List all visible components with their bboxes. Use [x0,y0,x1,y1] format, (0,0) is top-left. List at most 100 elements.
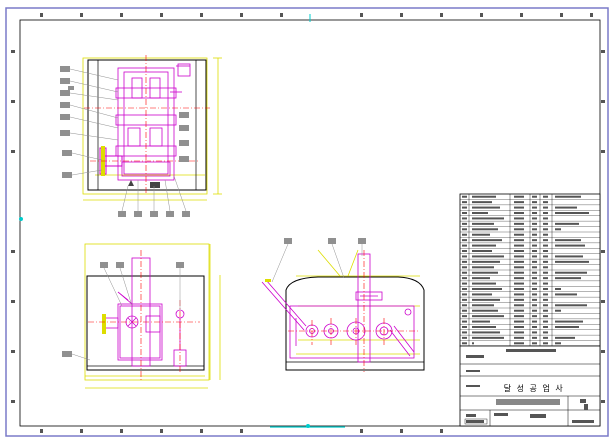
bom-cell-mark [514,304,524,307]
bom-cell-mark [514,282,524,285]
bom-cell-mark [514,250,524,252]
bom-cell-mark [472,298,500,301]
bom-cell-mark [532,260,537,263]
bom-cell-mark [532,266,537,269]
bom-cell-mark [472,206,500,209]
bom-cell-mark [532,228,537,231]
bom-cell-mark [532,255,537,258]
top-view [60,55,222,217]
bom-cell-mark [462,293,467,296]
bom-cell-mark [555,255,583,258]
part-balloons-front [62,262,184,357]
bom-cell-mark [472,212,488,214]
bom-cell-mark [555,228,561,231]
zone-marks-left [11,50,15,403]
bom-cell-mark [462,233,467,236]
bom-cell-mark [543,315,548,318]
bom-cell-mark [462,288,467,290]
bom-cell-mark [462,336,467,339]
bom-cell-mark [514,260,524,263]
bom-cell-mark [543,233,548,236]
bom-cell-mark [532,244,537,247]
bom-cell-mark [532,282,537,285]
bom-cell-mark [514,239,524,242]
bom-cell-mark [514,293,524,296]
bom-cell-mark [543,260,548,263]
bom-cell-mark [472,309,498,312]
bom-cell-mark [532,309,537,312]
bom-cell-mark [462,271,467,274]
bom-cell-mark [532,331,537,334]
horizontal-scroll-handle[interactable] [306,424,310,428]
bom-cell-mark [532,217,537,220]
bom-cell-mark [543,320,548,323]
bom-cell-mark [543,266,548,269]
bom-cell-mark [555,239,581,242]
bom-cell-mark [514,315,524,318]
bom-cell-mark [472,233,490,236]
parts-list-table [459,193,601,347]
bom-cell-mark [514,266,524,269]
bom-cell-mark [472,250,492,252]
bom-cell-mark [543,293,548,296]
outer-frame [5,7,609,437]
bom-cell-mark [514,271,524,274]
part-balloons-top [60,66,190,217]
bom-cell-mark [472,244,496,247]
bom-cell-mark [532,304,537,307]
bom-cell-mark [472,282,496,285]
bom-cell-mark [472,266,494,269]
bom-cell-mark [532,342,537,345]
bom-cell-mark [543,201,548,204]
bom-cell-mark [462,195,467,198]
bom-cell-mark [462,201,467,204]
bom-cell-mark [532,293,537,296]
bom-cell-mark [462,217,467,220]
bom-cell-mark [555,222,579,225]
bom-cell-mark [514,222,524,225]
bom-cell-mark [543,288,548,290]
bom-cell-mark [543,244,548,247]
bom-cell-mark [472,293,492,296]
bom-cell-mark [532,233,537,236]
bom-cell-mark [462,266,467,269]
bom-cell-mark [555,244,585,247]
bom-cell-mark [543,255,548,258]
bom-cell-mark [532,222,537,225]
bom-cell-mark [543,336,548,339]
bom-cell-mark [462,222,467,225]
bom-cell-mark [462,320,467,323]
bom-cell-mark [555,195,581,198]
bom-cell-mark [462,255,467,258]
bom-cell-mark [462,260,467,263]
bom-cell-mark [462,326,467,328]
bom-cell-mark [555,288,561,290]
bom-cell-mark [532,195,537,198]
title-emphasis [464,418,488,425]
bom-cell-mark [543,326,548,328]
bom-cell-mark [514,206,524,209]
bom-cell-mark [514,309,524,312]
bom-cell-mark [472,201,492,204]
bom-cell-mark [472,331,500,334]
bom-cell-mark [514,342,524,345]
bom-cell-mark [462,304,467,307]
bom-cell-mark [472,277,490,280]
bom-cell-mark [532,326,537,328]
bom-cell-mark [543,304,548,307]
bom-cell-mark [514,326,524,328]
part-balloons-side [284,238,366,244]
bom-cell-mark [555,304,587,307]
bom-cell-mark [555,326,579,328]
bom-cell-mark [532,271,537,274]
bom-cell-mark [472,217,504,220]
bom-cell-mark [472,228,498,231]
vertical-scroll-marker[interactable] [19,217,23,221]
bom-cell-mark [472,288,502,290]
bom-cell-mark [555,342,561,345]
bom-cell-mark [555,320,583,323]
bom-cell-mark [472,320,490,323]
bom-cell-mark [555,336,575,339]
bom-cell-mark [543,282,548,285]
